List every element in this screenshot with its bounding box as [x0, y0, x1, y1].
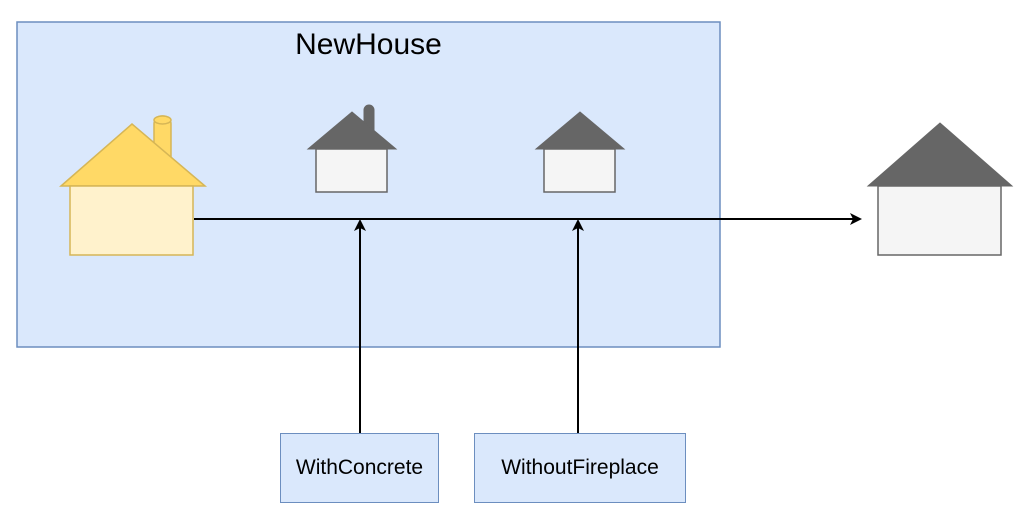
no-fireplace-house-icon[interactable] [534, 111, 626, 193]
with-concrete-box[interactable]: WithConcrete [280, 433, 439, 503]
without-fireplace-box[interactable]: WithoutFireplace [474, 433, 686, 503]
concrete-house-icon[interactable] [306, 104, 398, 193]
container-title: NewHouse [295, 28, 442, 61]
original-house-icon[interactable] [59, 115, 208, 256]
result-house-icon[interactable] [866, 122, 1014, 256]
